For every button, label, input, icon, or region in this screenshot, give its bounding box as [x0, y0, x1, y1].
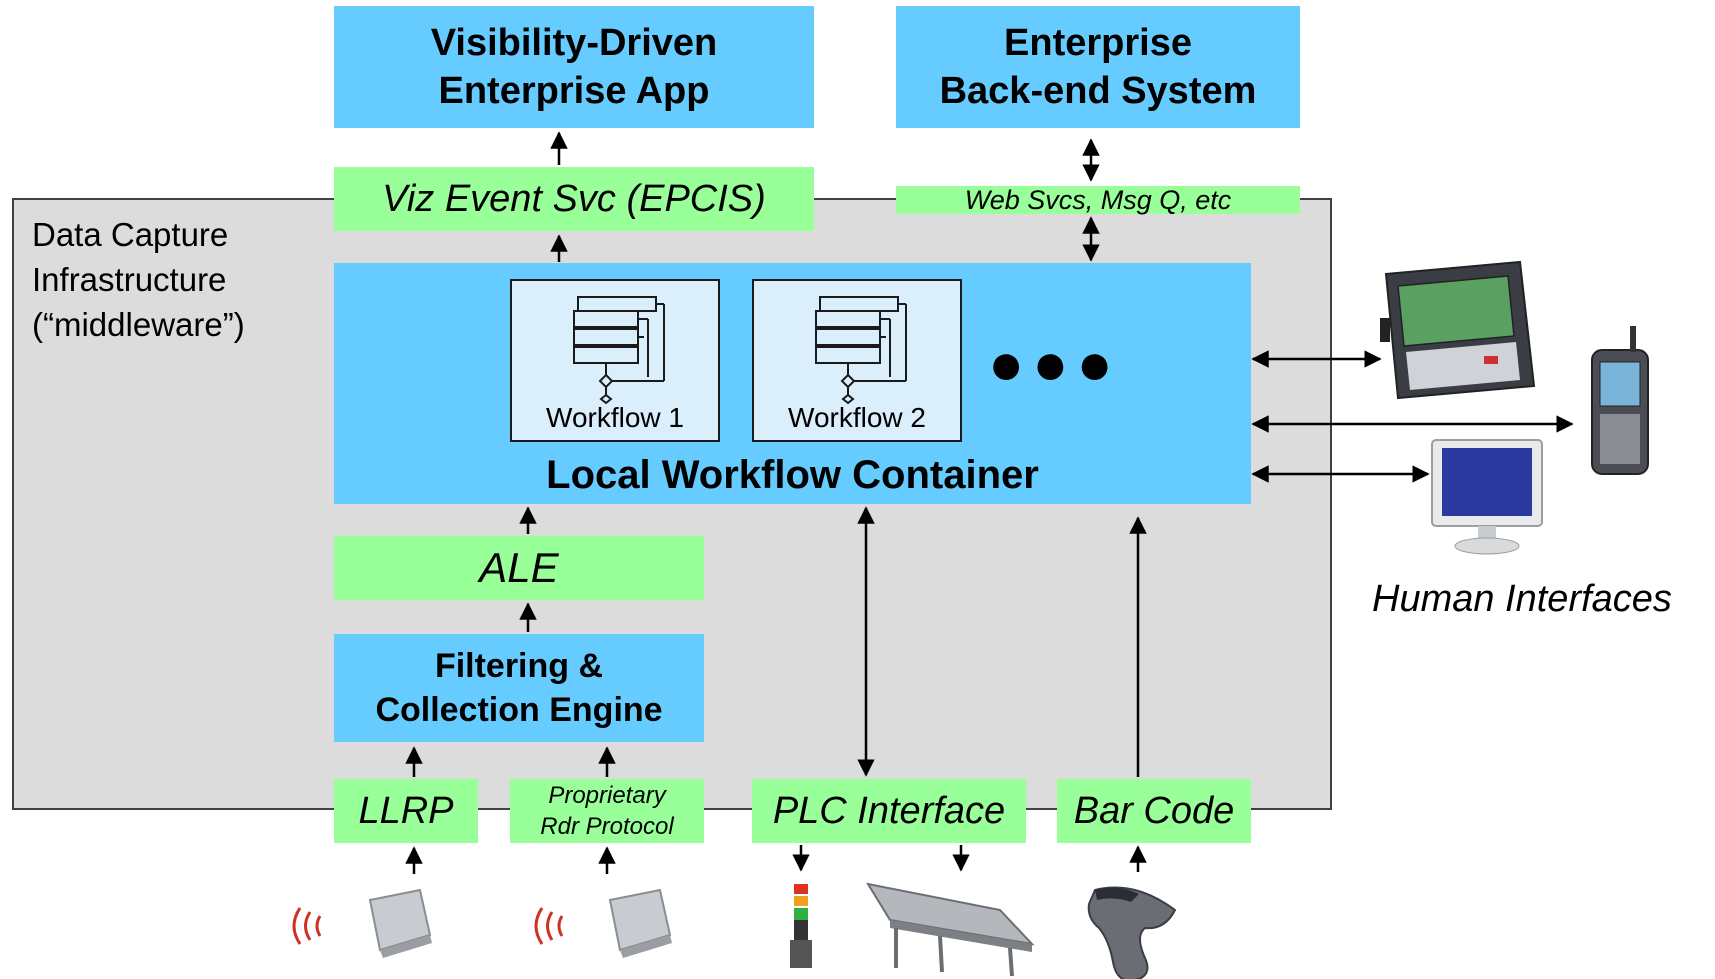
container-title-text: Local Workflow Container	[546, 452, 1039, 497]
backend-line1: Enterprise	[1004, 22, 1192, 64]
proprietary-protocol-interface: Proprietary Rdr Protocol	[510, 779, 704, 843]
epcis-label: Viz Event Svc (EPCIS)	[382, 177, 766, 220]
more-workflows-ellipsis: ●●●	[988, 330, 1121, 397]
human-interfaces-label: Human Interfaces	[1372, 578, 1672, 620]
vde-app-line2: Enterprise App	[438, 70, 710, 112]
proprietary-line1: Proprietary	[548, 782, 666, 809]
llrp-interface: LLRP	[334, 779, 478, 843]
web-services-interface: Web Svcs, Msg Q, etc	[896, 184, 1300, 215]
engine-line2: Collection Engine	[375, 691, 663, 729]
workflow-1-box: Workflow 1	[510, 279, 720, 442]
workflow-diagram-icon	[815, 296, 907, 405]
visibility-driven-app-box: Visibility-Driven Enterprise App	[334, 6, 814, 128]
enterprise-backend-box: Enterprise Back-end System	[896, 6, 1300, 128]
conveyor-icon	[865, 882, 1035, 977]
plc-interface: PLC Interface	[752, 779, 1026, 843]
infrastructure-label-line1: Data Capture	[32, 216, 229, 253]
infrastructure-label: Data Capture Infrastructure (“middleware…	[32, 212, 245, 347]
infrastructure-label-line3: (“middleware”)	[32, 306, 245, 343]
workflow-2-label: Workflow 2	[788, 402, 926, 433]
workflow-2-box: Workflow 2	[752, 279, 962, 442]
vehicle-terminal-icon	[1380, 260, 1536, 400]
rfid-reader-icon	[608, 888, 672, 958]
rfid-wave-icon	[292, 907, 322, 945]
barcode-scanner-icon	[1087, 886, 1177, 979]
vde-app-line1: Visibility-Driven	[430, 22, 718, 64]
barcode-interface: Bar Code	[1057, 779, 1251, 843]
stack-light-icon	[790, 884, 812, 968]
barcode-label: Bar Code	[1073, 789, 1235, 832]
workflow-1-label: Workflow 1	[546, 402, 684, 433]
infrastructure-label-line2: Infrastructure	[32, 261, 227, 298]
rfid-reader-icon	[368, 888, 432, 958]
monitor-icon	[1431, 439, 1543, 555]
workflow-diagram-icon	[573, 296, 665, 405]
proprietary-line2: Rdr Protocol	[540, 813, 674, 840]
engine-line1: Filtering &	[434, 647, 604, 685]
rfid-wave-icon	[534, 907, 564, 945]
handheld-computer-icon	[1591, 326, 1649, 475]
llrp-label: LLRP	[358, 789, 454, 832]
ale-interface: ALE	[334, 536, 704, 600]
filtering-collection-engine: Filtering & Collection Engine	[334, 634, 704, 742]
ale-label: ALE	[479, 544, 559, 591]
container-title: Local Workflow Container	[334, 450, 1251, 500]
backend-line2: Back-end System	[939, 70, 1257, 112]
plc-label: PLC Interface	[772, 789, 1006, 832]
websvcs-label: Web Svcs, Msg Q, etc	[964, 184, 1232, 215]
epcis-interface: Viz Event Svc (EPCIS)	[334, 167, 814, 231]
